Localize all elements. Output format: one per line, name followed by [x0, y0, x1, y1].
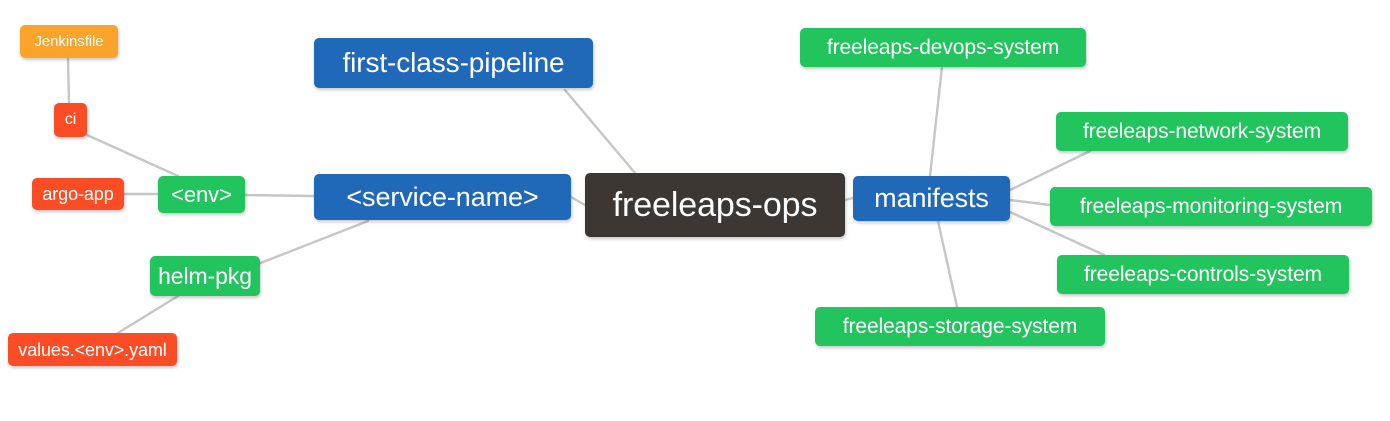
- node-label-manifests: manifests: [874, 183, 989, 213]
- edge-root-service: [569, 195, 587, 207]
- node-network[interactable]: freeleaps-network-system: [1056, 112, 1348, 151]
- edge-root-pipeline: [563, 88, 637, 175]
- edge-manifests-network: [1008, 149, 1092, 192]
- edge-helm-values: [116, 294, 180, 335]
- edge-root-manifests: [843, 196, 855, 202]
- edge-manifests-monitoring: [1008, 198, 1052, 207]
- node-label-monitoring: freeleaps-monitoring-system: [1079, 195, 1343, 218]
- node-monitoring[interactable]: freeleaps-monitoring-system: [1050, 187, 1372, 226]
- node-label-root: freeleaps-ops: [612, 186, 818, 224]
- node-label-jenkins: Jenkinsfile: [34, 33, 104, 50]
- node-label-helm: helm-pkg: [158, 262, 252, 289]
- edge-manifests-devops: [928, 65, 944, 178]
- node-label-ci: ci: [64, 111, 77, 128]
- node-env[interactable]: <env>: [158, 176, 245, 213]
- node-label-storage: freeleaps-storage-system: [842, 315, 1078, 338]
- node-label-values: values.<env>.yaml: [18, 339, 167, 360]
- edge-ci-jenkins: [66, 56, 71, 105]
- node-argo[interactable]: argo-app: [32, 178, 124, 210]
- edge-service-env: [243, 193, 316, 198]
- node-label-devops: freeleaps-devops-system: [826, 36, 1060, 59]
- edge-manifests-storage: [936, 219, 959, 309]
- node-storage[interactable]: freeleaps-storage-system: [815, 307, 1105, 346]
- node-pipeline[interactable]: first-class-pipeline: [314, 38, 593, 88]
- node-values[interactable]: values.<env>.yaml: [8, 333, 177, 366]
- node-label-controls: freeleaps-controls-system: [1084, 263, 1322, 286]
- node-jenkins[interactable]: Jenkinsfile: [20, 25, 118, 58]
- edge-env-ci: [85, 133, 180, 178]
- node-devops[interactable]: freeleaps-devops-system: [800, 28, 1086, 67]
- node-helm[interactable]: helm-pkg: [150, 256, 260, 296]
- node-label-argo: argo-app: [42, 184, 114, 204]
- edge-service-helm: [256, 219, 370, 266]
- node-label-network: freeleaps-network-system: [1082, 120, 1321, 143]
- node-service[interactable]: <service-name>: [314, 174, 571, 220]
- node-root[interactable]: freeleaps-ops: [585, 173, 845, 237]
- node-ci[interactable]: ci: [54, 103, 87, 137]
- node-manifests[interactable]: manifests: [853, 176, 1010, 221]
- node-controls[interactable]: freeleaps-controls-system: [1057, 255, 1349, 294]
- node-label-pipeline: first-class-pipeline: [342, 47, 565, 78]
- node-label-service: <service-name>: [346, 181, 539, 212]
- node-label-env: <env>: [171, 181, 232, 207]
